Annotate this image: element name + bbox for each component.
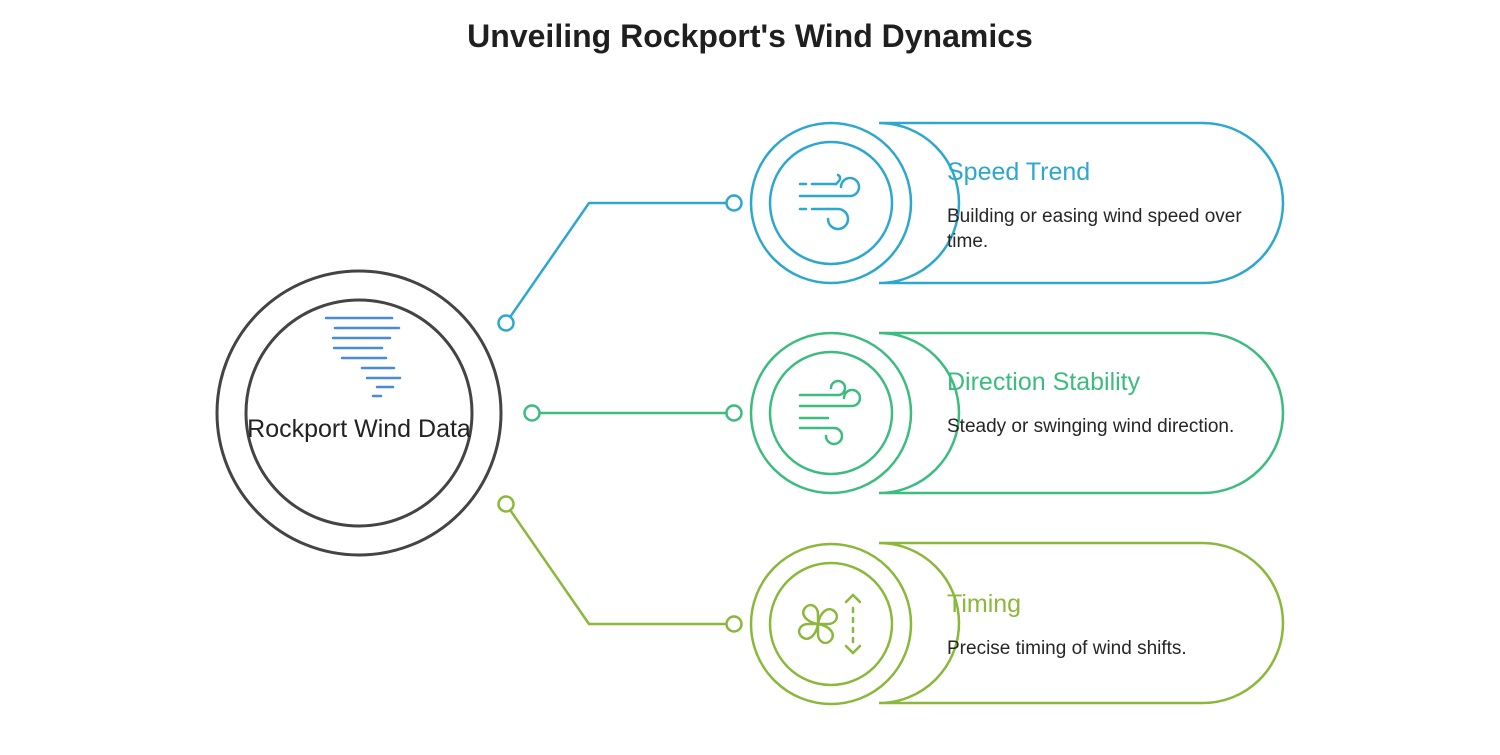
item-title-timing: Timing xyxy=(947,590,1022,618)
card-timing xyxy=(749,541,1285,706)
hub-label: Rockport Wind Data xyxy=(247,415,471,443)
item-desc-direction-stability: Steady or swinging wind direction. xyxy=(947,416,1235,437)
item-title-speed-trend: Speed Trend xyxy=(947,158,1091,186)
connector-timing xyxy=(497,495,743,633)
card-speed-trend xyxy=(749,121,1285,285)
fan-arrows-icon xyxy=(797,593,862,655)
item-title-direction-stability: Direction Stability xyxy=(947,368,1141,396)
wind-icon xyxy=(798,173,861,231)
diagram-title: Unveiling Rockport's Wind Dynamics xyxy=(467,18,1033,54)
connector-direction-stability xyxy=(523,404,743,422)
connector-speed-trend xyxy=(497,194,743,332)
tornado-icon xyxy=(324,316,402,398)
item-desc-speed-trend: Building or easing wind speed over time. xyxy=(947,206,1242,252)
hub-inner-ring xyxy=(244,298,474,528)
wind-icon xyxy=(798,379,862,446)
hub-outer-ring xyxy=(215,269,503,557)
item-desc-timing: Precise timing of wind shifts. xyxy=(947,638,1187,659)
card-direction-stability xyxy=(749,331,1285,495)
